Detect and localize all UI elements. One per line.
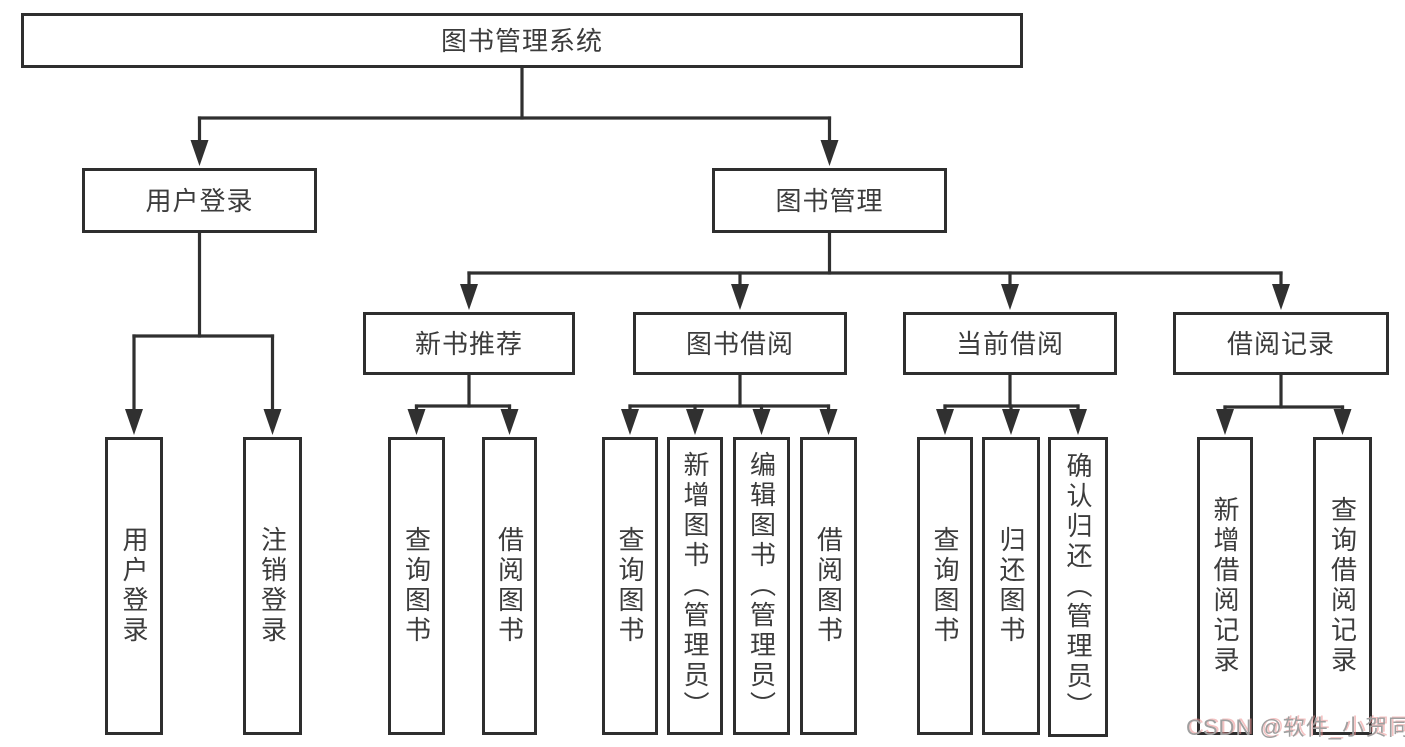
node-cb-query-book-label: 查询图书 <box>930 526 960 646</box>
node-br-query-record-label: 查询借阅记录 <box>1327 496 1358 676</box>
arrowhead-down-icon <box>407 409 426 435</box>
node-user-login: 用户登录 <box>82 168 317 233</box>
node-book-borrow-label: 图书借阅 <box>685 328 794 359</box>
node-br-query-record: 查询借阅记录 <box>1313 437 1372 735</box>
arrowhead-down-icon <box>1272 284 1290 310</box>
arrowhead-down-icon <box>819 409 838 435</box>
arrowhead-down-icon <box>621 409 639 435</box>
node-bb-add-book: 新增图书（管理员） <box>667 437 723 735</box>
arrowhead-down-icon <box>1333 409 1352 435</box>
node-book-management: 图书管理 <box>712 168 947 233</box>
arrowhead-down-icon <box>500 409 519 435</box>
node-current-borrow-label: 当前借阅 <box>955 328 1064 359</box>
node-current-borrow: 当前借阅 <box>903 312 1117 375</box>
node-book-borrow: 图书借阅 <box>633 312 847 375</box>
node-root: 图书管理系统 <box>21 13 1023 68</box>
node-cb-query-book: 查询图书 <box>917 437 973 735</box>
arrowhead-down-icon <box>190 140 209 166</box>
arrowhead-down-icon <box>1216 409 1234 435</box>
node-bb-query-book: 查询图书 <box>602 437 658 735</box>
node-root-label: 图书管理系统 <box>440 25 603 56</box>
node-bb-edit-book-label: 编辑图书（管理员） <box>746 451 777 721</box>
node-cb-return-book-label: 归还图书 <box>996 526 1026 646</box>
arrowhead-down-icon <box>263 409 282 435</box>
node-new-book-recommend: 新书推荐 <box>363 312 575 375</box>
node-logout-label: 注销登录 <box>257 526 288 646</box>
arrowhead-down-icon <box>731 284 749 310</box>
arrowhead-down-icon <box>686 409 704 435</box>
node-new-book-recommend-label: 新书推荐 <box>414 328 523 359</box>
node-book-management-label: 图书管理 <box>775 185 884 216</box>
arrowhead-down-icon <box>460 284 478 310</box>
node-nb-borrow-book-label: 借阅图书 <box>494 526 525 646</box>
arrowhead-down-icon <box>1002 409 1020 435</box>
node-nb-query-book-label: 查询图书 <box>401 526 432 646</box>
node-borrow-record-label: 借阅记录 <box>1226 328 1335 359</box>
arrowhead-down-icon <box>1001 284 1019 310</box>
node-bb-edit-book: 编辑图书（管理员） <box>733 437 790 735</box>
node-bb-borrow-book-label: 借阅图书 <box>813 526 844 646</box>
arrowhead-down-icon <box>1069 409 1087 435</box>
node-borrow-record: 借阅记录 <box>1173 312 1389 375</box>
arrowhead-down-icon <box>936 409 954 435</box>
node-bb-borrow-book: 借阅图书 <box>800 437 857 735</box>
node-logout: 注销登录 <box>243 437 302 735</box>
node-user-login-label: 用户登录 <box>145 185 254 216</box>
node-cb-return-book: 归还图书 <box>982 437 1040 735</box>
node-login: 用户登录 <box>105 437 163 735</box>
node-cb-confirm-return: 确认归还（管理员） <box>1048 437 1108 737</box>
node-cb-confirm-return-label: 确认归还（管理员） <box>1063 452 1093 722</box>
node-bb-query-book-label: 查询图书 <box>615 526 645 646</box>
arrowhead-down-icon <box>820 140 839 166</box>
watermark: CSDN @软件_小贺同学 <box>1186 715 1405 740</box>
arrowhead-down-icon <box>752 409 771 435</box>
node-bb-add-book-label: 新增图书（管理员） <box>680 451 710 721</box>
node-br-add-record-label: 新增借阅记录 <box>1210 496 1240 676</box>
arrowhead-down-icon <box>125 409 143 435</box>
node-nb-query-book: 查询图书 <box>388 437 445 735</box>
node-nb-borrow-book: 借阅图书 <box>482 437 537 735</box>
node-br-add-record: 新增借阅记录 <box>1197 437 1253 735</box>
node-login-label: 用户登录 <box>119 526 149 646</box>
